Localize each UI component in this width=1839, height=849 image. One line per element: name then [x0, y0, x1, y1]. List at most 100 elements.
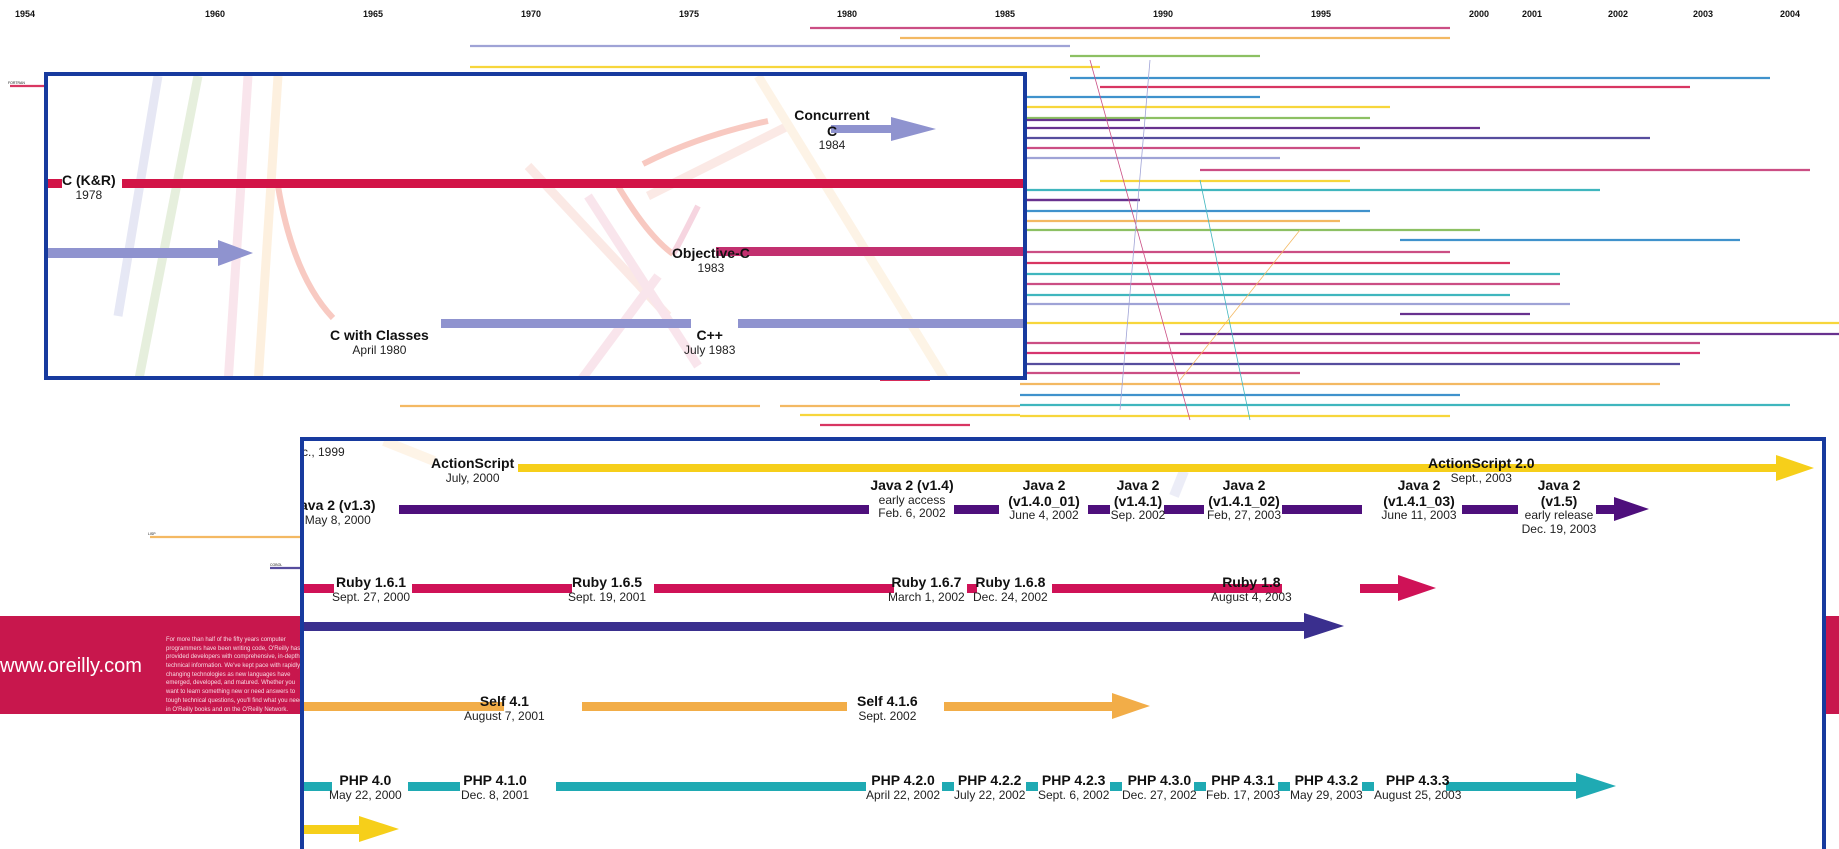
c-kr-name: C (K&R) — [62, 172, 116, 188]
connector-line — [1119, 59, 1151, 411]
actionscript-name: ActionScript — [431, 455, 515, 471]
php430-name: PHP 4.3.0 — [1127, 772, 1192, 788]
year-label: 1980 — [837, 9, 858, 19]
php-line — [942, 782, 954, 791]
c-kr-node: C (K&R) 1978 — [62, 172, 116, 202]
objective-c-date: 1983 — [697, 260, 725, 275]
java-line — [1088, 505, 1110, 514]
ruby168-date: Dec. 24, 2002 — [973, 589, 1048, 604]
actionscript2-date: Sept., 2003 — [1450, 470, 1512, 485]
java-v141-03-name: Java 2 (v1.4.1_03) — [1383, 477, 1455, 509]
java-v141-name: Java 2 (v1.4.1) — [1113, 477, 1163, 509]
faint-streak — [584, 193, 702, 369]
year-label: 1990 — [1153, 9, 1174, 19]
objective-c-line — [716, 247, 1023, 256]
year-label: 1995 — [1311, 9, 1332, 19]
objective-c-name: Objective-C — [672, 245, 750, 261]
ruby-line — [654, 584, 894, 593]
actionscript2-line-tail — [1546, 464, 1776, 472]
actionscript-arrowhead — [1776, 455, 1814, 481]
java-v140-01-date: June 4, 2002 — [1009, 508, 1079, 523]
ruby167-node: Ruby 1.6.7 March 1, 2002 — [888, 574, 965, 604]
php432-date: May 29, 2003 — [1290, 787, 1363, 802]
java-v15-date: early release Dec. 19, 2003 — [1521, 508, 1597, 536]
ruby167-date: March 1, 2002 — [888, 589, 965, 604]
smalltalk-to-objc-branch — [670, 204, 701, 256]
c-with-classes-line — [441, 319, 691, 328]
java-line — [954, 505, 999, 514]
php420-date: April 22, 2002 — [866, 787, 941, 802]
php423-node: PHP 4.2.3 Sept. 6, 2002 — [1038, 772, 1110, 802]
faint-streak — [754, 76, 949, 376]
objective-c-branch — [615, 184, 675, 257]
objective-c-node: Objective-C 1983 — [672, 245, 750, 275]
self41-name: Self 4.1 — [479, 693, 529, 709]
php420-node: PHP 4.2.0 April 22, 2002 — [866, 772, 941, 802]
java-v15-node: Java 2 (v1.5) early release Dec. 19, 200… — [1519, 477, 1599, 536]
java-arrowhead — [1614, 497, 1649, 521]
oreilly-blurb: For more than half of the fifty years co… — [166, 637, 303, 713]
year-label: 1975 — [679, 9, 700, 19]
ruby-line — [304, 584, 334, 593]
java-v141-03-date: June 11, 2003 — [1381, 508, 1457, 523]
php431-node: PHP 4.3.1 Feb. 17, 2003 — [1206, 772, 1281, 802]
cobol-tag: COBOL — [270, 563, 282, 567]
self-line — [944, 702, 1112, 711]
faint-streak — [524, 162, 672, 320]
connector-line — [1199, 179, 1251, 421]
java-v140-01-node: Java 2 (v1.4.0_01) June 4, 2002 — [999, 477, 1089, 523]
php-line — [1362, 782, 1374, 791]
php40-date: May 22, 2000 — [329, 787, 402, 802]
php422-node: PHP 4.2.2 July 22, 2002 — [954, 772, 1025, 802]
self-arrowhead — [1112, 693, 1150, 719]
actionscript-line — [518, 464, 1562, 472]
php433-date: August 25, 2003 — [1374, 787, 1462, 802]
connector-line — [1089, 59, 1191, 421]
php432-name: PHP 4.3.2 — [1294, 772, 1359, 788]
java-line — [399, 505, 869, 514]
year-label: 2003 — [1693, 9, 1714, 19]
actionscript2-node: ActionScript 2.0 Sept., 2003 — [1428, 455, 1535, 485]
concurrent-c-arrowhead — [891, 117, 936, 141]
php432-node: PHP 4.3.2 May 29, 2003 — [1290, 772, 1363, 802]
faint-streak — [134, 76, 203, 376]
php420-name: PHP 4.2.0 — [871, 772, 935, 788]
ruby165-node: Ruby 1.6.5 Sept. 19, 2001 — [568, 574, 647, 604]
java-line — [1596, 505, 1614, 514]
java-v13-name: ava 2 (v1.3) — [300, 497, 376, 513]
ruby-line — [1360, 584, 1398, 593]
self416-node: Self 4.1.6 Sept. 2002 — [857, 693, 918, 723]
faint-streak — [578, 273, 662, 376]
actionscript2-name: ActionScript 2.0 — [1428, 455, 1535, 471]
ruby168-name: Ruby 1.6.8 — [975, 574, 1046, 590]
faint-streak — [254, 76, 283, 376]
left-lavender-arrowhead — [218, 240, 253, 266]
ruby167-name: Ruby 1.6.7 — [891, 574, 962, 590]
year-label: 1970 — [521, 9, 542, 19]
php-line — [1026, 782, 1038, 791]
year-label: 1960 — [205, 9, 226, 19]
php431-date: Feb. 17, 2003 — [1206, 787, 1281, 802]
php430-date: Dec. 27, 2002 — [1122, 787, 1197, 802]
year-label: 1954 — [15, 9, 36, 19]
java-line — [1282, 505, 1362, 514]
oreilly-url[interactable]: www.oreilly.com — [0, 655, 142, 677]
java-v13-date: May 8, 2000 — [304, 512, 371, 527]
ruby18-node: Ruby 1.8 August 4, 2003 — [1211, 574, 1292, 604]
c-kr-line — [122, 179, 1023, 188]
php-line — [408, 782, 460, 791]
ruby165-date: Sept. 19, 2001 — [568, 589, 647, 604]
self41-date: August 7, 2001 — [464, 708, 545, 723]
concurrent-c-line — [831, 125, 891, 133]
bottom-yellow-arrowhead — [359, 816, 399, 842]
java-v14-name: Java 2 (v1.4) — [870, 477, 954, 493]
c-line-start — [48, 179, 62, 188]
php410-date: Dec. 8, 2001 — [461, 787, 530, 802]
java-v15-name: Java 2 (v1.5) — [1537, 477, 1581, 509]
c-with-classes-name: C with Classes — [330, 327, 429, 343]
navy-arrowhead — [1304, 613, 1344, 639]
php423-date: Sept. 6, 2002 — [1038, 787, 1110, 802]
ruby161-name: Ruby 1.6.1 — [336, 574, 407, 590]
